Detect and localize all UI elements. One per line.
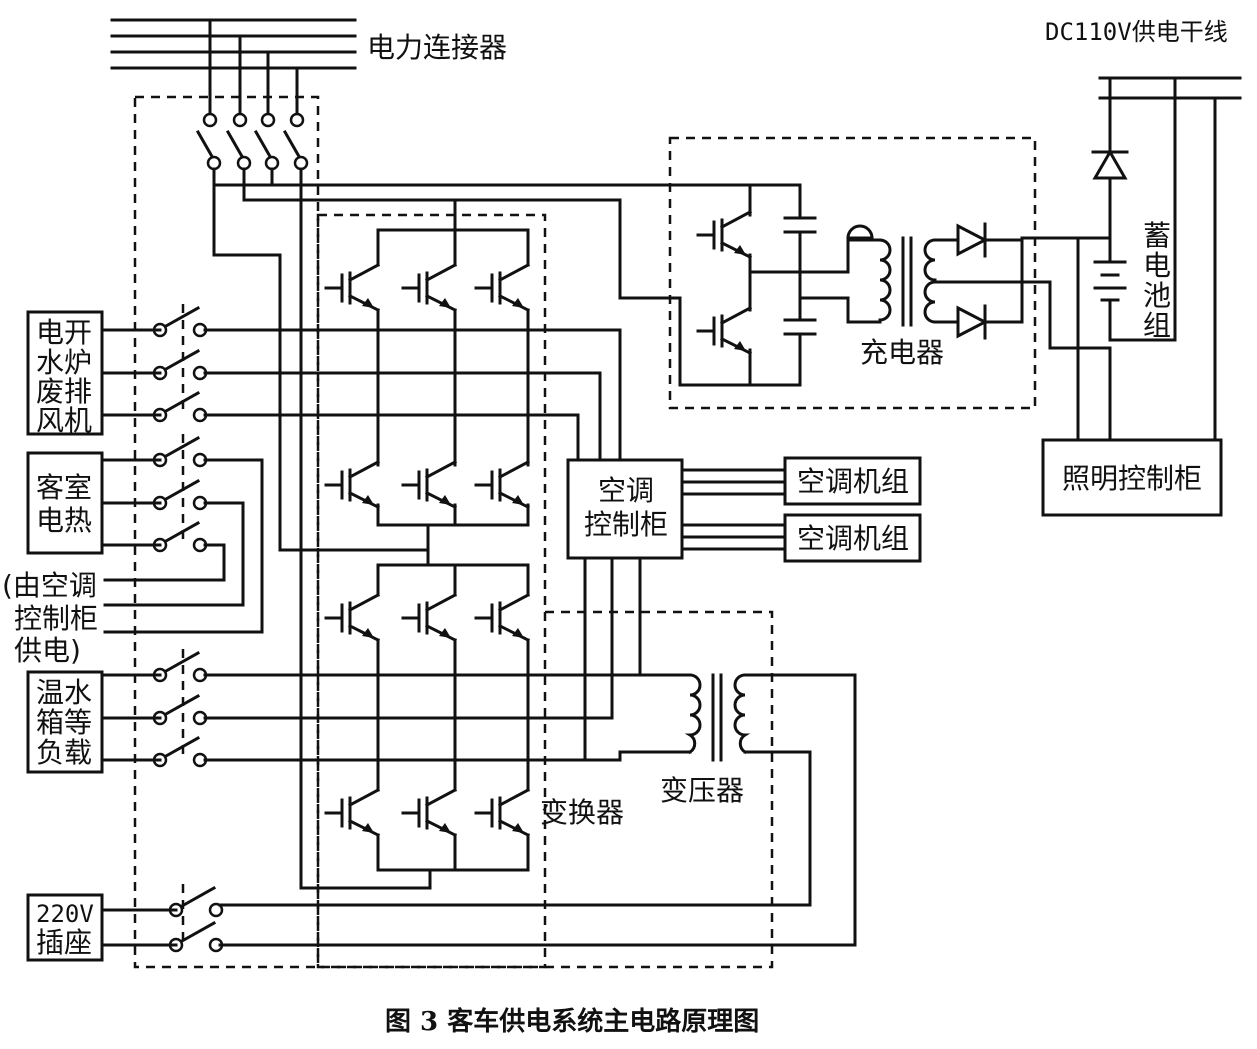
converter-label: 变换器 bbox=[540, 796, 624, 829]
igbt-icon bbox=[324, 592, 381, 643]
svg-text:控制柜: 控制柜 bbox=[14, 602, 98, 635]
ac-cabinet-label-1: 空调 bbox=[598, 474, 654, 507]
charger-circuit bbox=[678, 183, 1112, 442]
ac-cabinet-label-2: 控制柜 bbox=[584, 508, 668, 541]
svg-text:负载: 负载 bbox=[36, 736, 92, 769]
igbt-icon bbox=[401, 787, 458, 838]
load-box-socket bbox=[26, 893, 104, 962]
svg-text:水炉: 水炉 bbox=[36, 346, 92, 379]
switch-icon bbox=[152, 305, 208, 338]
dc-supply-bus bbox=[1091, 76, 1242, 442]
load-box-boiler-fan bbox=[26, 310, 104, 436]
svg-text:220V: 220V bbox=[36, 900, 94, 928]
igbt-icon bbox=[401, 459, 458, 510]
svg-text:(由空调: (由空调 bbox=[2, 569, 97, 602]
ac-control-cabinet bbox=[566, 458, 684, 560]
converter-lower-bridge bbox=[376, 563, 530, 872]
main-feed-lines bbox=[212, 183, 802, 890]
ac-unit-1 bbox=[783, 456, 922, 506]
svg-text:风机: 风机 bbox=[36, 404, 92, 437]
load-box-boiler-fan-label: 电开 水炉 废排 风机 bbox=[36, 316, 92, 437]
igbt-icon bbox=[474, 459, 531, 510]
load-box-socket-label: 220V 插座 bbox=[36, 900, 94, 959]
igbt-icon bbox=[696, 305, 753, 356]
svg-text:蓄: 蓄 bbox=[1143, 219, 1171, 252]
note-label: (由空调 控制柜 供电) bbox=[2, 569, 98, 667]
switch-icon bbox=[152, 693, 208, 726]
switch-icon bbox=[152, 478, 208, 511]
svg-text:温水: 温水 bbox=[36, 676, 92, 709]
switch-icon bbox=[152, 348, 208, 381]
igbt-icon bbox=[324, 459, 381, 510]
switch-icon bbox=[168, 920, 224, 953]
igbt-icon bbox=[474, 592, 531, 643]
svg-text:组: 组 bbox=[1143, 309, 1171, 342]
switch-icon bbox=[152, 520, 208, 553]
igbt-icon bbox=[696, 209, 753, 260]
igbt-group bbox=[324, 209, 753, 838]
figure-caption: 图 3 客车供电系统主电路原理图 bbox=[385, 1006, 759, 1037]
load-box-passenger-heating bbox=[26, 451, 104, 555]
svg-text:空调机组: 空调机组 bbox=[797, 465, 909, 498]
svg-text:池: 池 bbox=[1143, 279, 1171, 312]
lighting-cabinet-label: 照明控制柜 bbox=[1062, 462, 1202, 495]
switch-icon bbox=[152, 735, 208, 768]
svg-text:废排: 废排 bbox=[36, 375, 92, 408]
load-box-warm-water bbox=[26, 670, 104, 774]
igbt-icon bbox=[474, 787, 531, 838]
ac-unit-2 bbox=[783, 513, 922, 563]
switch-icon bbox=[168, 885, 224, 918]
converter-boundary bbox=[316, 213, 547, 969]
lighting-control-cabinet bbox=[1041, 438, 1223, 517]
switch-icon bbox=[152, 390, 208, 423]
svg-text:电热: 电热 bbox=[36, 504, 92, 537]
dc-supply-label: DC110V供电干线 bbox=[1045, 18, 1228, 46]
svg-text:电: 电 bbox=[1143, 249, 1171, 282]
battery-label: 蓄 电 池 组 bbox=[1143, 219, 1171, 342]
svg-text:电开: 电开 bbox=[36, 316, 92, 349]
igbt-icon bbox=[474, 262, 531, 313]
load-switches bbox=[152, 304, 224, 953]
charger-boundary bbox=[668, 136, 1037, 410]
switch-cabinet-boundary bbox=[133, 95, 320, 969]
igbt-icon bbox=[401, 592, 458, 643]
svg-text:空调机组: 空调机组 bbox=[797, 522, 909, 555]
transformer-symbol bbox=[638, 673, 857, 762]
switch-icon bbox=[152, 650, 208, 683]
load-box-warm-water-label: 温水 箱等 负载 bbox=[36, 676, 92, 769]
igbt-icon bbox=[401, 262, 458, 313]
load-wires bbox=[103, 328, 857, 947]
svg-text:供电): 供电) bbox=[14, 634, 81, 667]
switch-icon bbox=[152, 435, 208, 468]
power-connector-label: 电力连接器 bbox=[367, 31, 507, 64]
igbt-icon bbox=[324, 262, 381, 313]
power-connector-bus bbox=[110, 18, 357, 202]
load-box-passenger-heating-label: 客室 电热 bbox=[36, 471, 92, 537]
transformer-boundary bbox=[318, 610, 774, 969]
converter-upper-bridge bbox=[376, 228, 530, 567]
igbt-icon bbox=[324, 787, 381, 838]
charger-label: 充电器 bbox=[860, 336, 944, 369]
ac-unit-wires bbox=[680, 468, 787, 551]
svg-text:客室: 客室 bbox=[36, 471, 92, 504]
svg-text:插座: 插座 bbox=[36, 926, 92, 959]
svg-text:箱等: 箱等 bbox=[36, 706, 92, 739]
transformer-label: 变压器 bbox=[660, 774, 744, 807]
